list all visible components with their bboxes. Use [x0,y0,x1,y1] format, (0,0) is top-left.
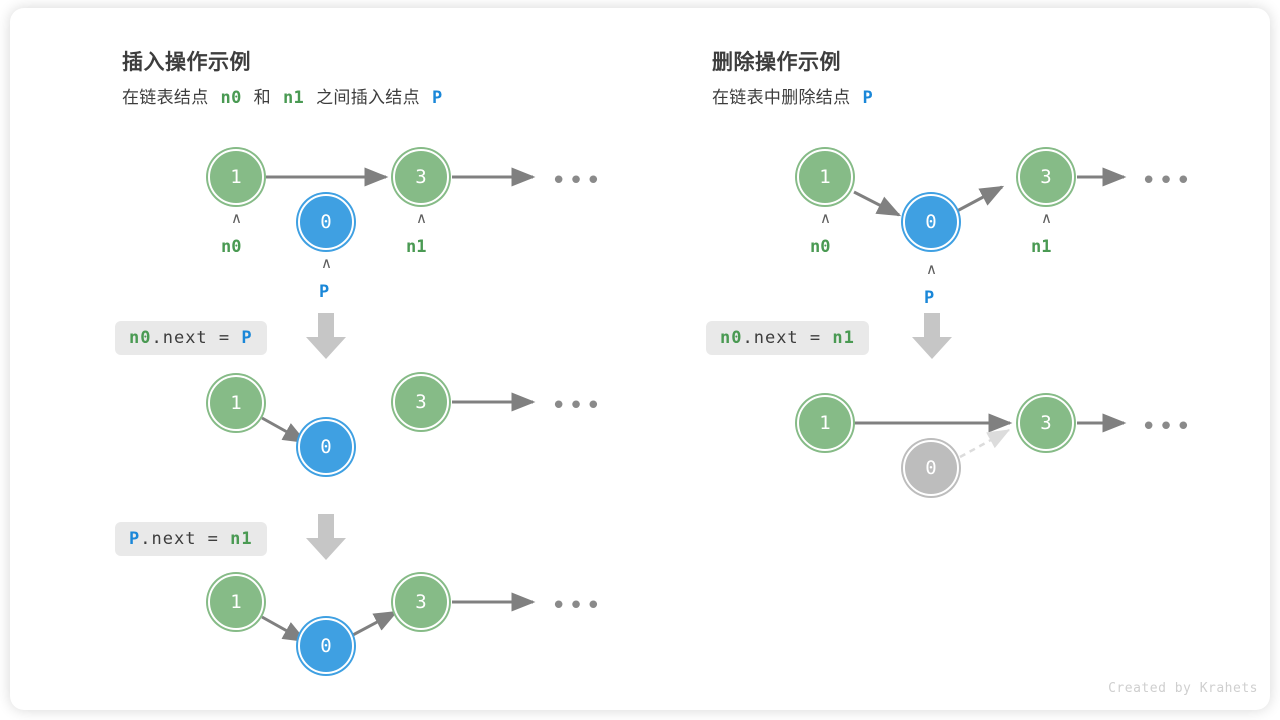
insert-final-node-1: 1 [208,574,264,630]
delete-panel-title: 删除操作示例 [712,51,841,74]
insert-final-node-3: 3 [393,574,449,630]
insert-p-caret-icon: ∧ [321,254,332,272]
delete-subtitle-p: P [862,88,873,108]
delete-step1-code-target: n0 [720,328,743,348]
insert-subtitle-part1: 在链表结点 [122,88,209,107]
insert-row2-ellipsis: ••• [551,391,604,421]
insert-row2-node-0: 0 [298,419,354,475]
insert-subtitle-n0: n0 [220,88,242,108]
insert-n0-label: n0 [221,237,242,257]
delete-panel-subtitle: 在链表中删除结点 P [712,83,873,108]
insert-step1-code-value: P [241,328,253,348]
delete-final-node-0-removed: 0 [903,440,959,496]
insert-n1-label: n1 [406,237,427,257]
delete-final-ellipsis: ••• [1141,412,1194,442]
delete-row1-node-1: 1 [797,149,853,205]
delete-step1-code-value: n1 [832,328,855,348]
delete-final-node-1: 1 [797,395,853,451]
insert-step2-code-mid: .next = [140,529,231,549]
delete-subtitle-part1: 在链表中删除结点 [712,88,851,107]
delete-row1-ellipsis: ••• [1141,166,1194,196]
delete-row1-node-0: 0 [903,194,959,250]
insert-p-label: P [319,282,330,302]
credit-text: Created by Krahets [1108,681,1258,696]
insert-n1-caret-icon: ∧ [416,209,427,227]
delete-row1-node-3: 3 [1018,149,1074,205]
insert-row1-ellipsis: ••• [551,166,604,196]
delete-step1-down-arrow-icon [912,313,952,359]
insert-panel-title: 插入操作示例 [122,51,251,74]
delete-step1-code: n0.next = n1 [706,321,869,355]
insert-panel-subtitle: 在链表结点 n0 和 n1 之间插入结点 P [122,83,442,108]
insert-step2-code: P.next = n1 [115,522,267,556]
delete-p-label: P [924,288,935,308]
insert-n0-caret-icon: ∧ [231,209,242,227]
insert-subtitle-n1: n1 [282,88,305,108]
delete-p-caret-icon: ∧ [926,260,937,278]
insert-step1-code-mid: .next = [151,328,242,348]
insert-row2-node-1: 1 [208,375,264,431]
insert-step1-code: n0.next = P [115,321,267,355]
insert-row1-node-3: 3 [393,149,449,205]
insert-step2-code-value: n1 [230,529,253,549]
delete-n0-caret-icon: ∧ [820,209,831,227]
insert-subtitle-p: P [431,88,443,108]
insert-step2-code-target: P [129,529,141,549]
insert-row2-node-3: 3 [393,374,449,430]
delete-step1-code-mid: .next = [742,328,833,348]
delete-row1-arrows [853,167,1127,217]
insert-step1-down-arrow-icon [306,313,346,359]
insert-subtitle-part3: 之间插入结点 [316,88,420,107]
insert-step1-code-target: n0 [129,328,152,348]
insert-row1-node-0: 0 [298,194,354,250]
insert-subtitle-part2: 和 [253,88,271,107]
insert-row1-node-1: 1 [208,149,264,205]
delete-n0-label: n0 [810,237,831,257]
insert-step2-down-arrow-icon [306,514,346,560]
insert-final-ellipsis: ••• [551,591,604,621]
delete-n1-label: n1 [1031,237,1052,257]
delete-row2-arrows [854,413,1127,459]
delete-final-node-3: 3 [1018,395,1074,451]
delete-n1-caret-icon: ∧ [1041,209,1052,227]
insert-final-node-0: 0 [298,618,354,674]
